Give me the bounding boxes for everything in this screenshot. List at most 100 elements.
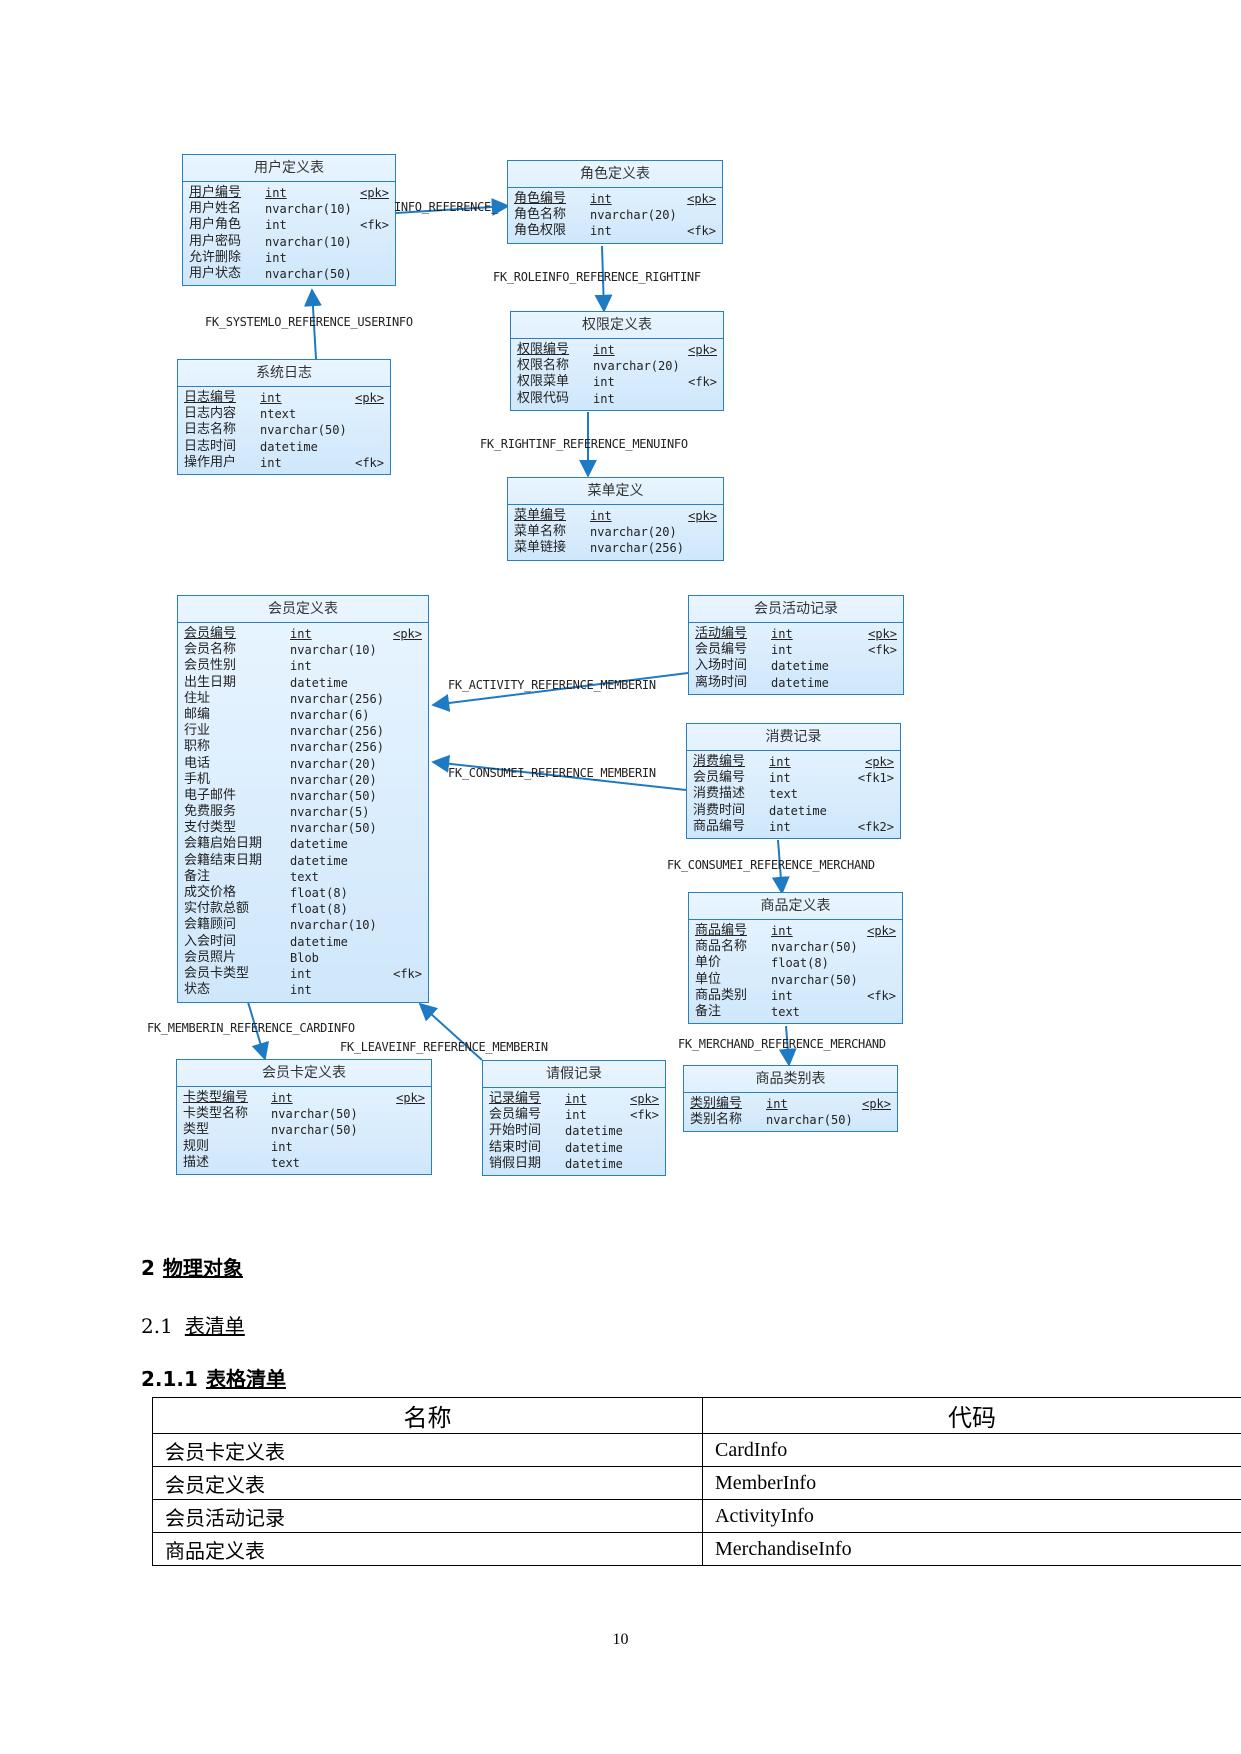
attribute-type: float(8) [290, 902, 348, 917]
attribute-name: 菜单名称 [514, 524, 567, 540]
attribute-name: 角色权限 [514, 223, 567, 239]
attribute-type: datetime [565, 1124, 623, 1139]
table-row: 商品定义表 MerchandiseInfo [152, 1532, 1241, 1566]
section-title: 物理对象 [162, 1256, 243, 1280]
attribute-type: nvarchar(256) [290, 724, 384, 739]
relationship-label: FK_ROLEINFO_REFERENCE_RIGHTINF [493, 270, 701, 284]
entity-attribute-row: 会籍结束日期 datetime [184, 853, 422, 869]
attribute-name: 电话 [184, 755, 211, 771]
attribute-name: 允许删除 [189, 249, 242, 265]
attribute-name: 会籍顾问 [184, 917, 237, 933]
attribute-type: int [290, 983, 312, 998]
attribute-key: <fk> [867, 988, 896, 1003]
attribute-name: 开始时间 [489, 1123, 542, 1139]
table-row: 会员定义表 MemberInfo [152, 1466, 1241, 1500]
attribute-type: datetime [260, 439, 318, 454]
attribute-type: int [265, 186, 287, 200]
entity-title: 会员活动记录 [689, 596, 903, 623]
attribute-type: Blob [290, 950, 319, 965]
attribute-name: 会员照片 [184, 949, 237, 965]
table-cell-code: MemberInfo [702, 1466, 1241, 1500]
attribute-name: 消费描述 [693, 786, 746, 802]
attribute-key: <fk> [687, 224, 716, 239]
attribute-name: 单价 [695, 955, 722, 971]
attribute-type: int [769, 771, 791, 786]
entity-title: 消费记录 [687, 724, 900, 751]
subsubsection-title: 表格清单 [205, 1367, 286, 1391]
attribute-type: nvarchar(256) [290, 740, 384, 755]
subsubsection-number: 2.1.1 [141, 1367, 198, 1391]
attribute-type: int [260, 455, 282, 470]
attribute-name: 记录编号 [489, 1091, 542, 1106]
attribute-name: 权限菜单 [517, 374, 570, 390]
attribute-name: 日志编号 [184, 390, 237, 405]
attribute-type: int [593, 343, 615, 357]
attribute-name: 会籍结束日期 [184, 852, 263, 868]
attribute-key: <pk> [355, 391, 384, 405]
attribute-name: 备注 [184, 868, 211, 884]
column-header-name: 名称 [152, 1397, 703, 1434]
attribute-key: <pk> [393, 627, 422, 641]
attribute-type: int [769, 819, 791, 834]
link-syslog-user [303, 288, 322, 360]
attribute-name: 行业 [184, 723, 211, 739]
relationship-label: FK_MEMBERIN_REFERENCE_CARDINFO [147, 1021, 355, 1035]
attribute-name: 权限编号 [517, 342, 570, 357]
attribute-type: datetime [290, 853, 348, 868]
table-row: 会员活动记录 ActivityInfo [152, 1499, 1241, 1533]
attribute-key: <fk> [630, 1108, 659, 1123]
entity-title: 会员卡定义表 [177, 1060, 431, 1087]
entity-attribute-row: 会员照片 Blob [184, 950, 422, 966]
attribute-type: datetime [771, 659, 829, 674]
attribute-name: 实付款总额 [184, 901, 250, 917]
attribute-name: 角色名称 [514, 207, 567, 223]
attribute-key: <pk> [868, 627, 897, 641]
attribute-type: int [265, 250, 287, 265]
attribute-type: int [590, 192, 612, 206]
entity-title: 商品类别表 [684, 1066, 897, 1093]
attribute-type: int [771, 924, 793, 938]
entity-title: 用户定义表 [183, 155, 395, 182]
attribute-type: nvarchar(20) [590, 208, 677, 223]
attribute-name: 免费服务 [184, 804, 237, 820]
entity-title: 权限定义表 [511, 312, 723, 339]
attribute-name: 操作用户 [184, 454, 237, 470]
table-cell-name: 会员卡定义表 [152, 1433, 703, 1467]
attribute-name: 状态 [184, 982, 211, 998]
attribute-key: <fk> [360, 218, 389, 233]
attribute-key: <pk> [688, 509, 717, 523]
attribute-name: 支付类型 [184, 820, 237, 836]
attribute-type: datetime [565, 1140, 623, 1155]
attribute-name: 会员性别 [184, 658, 237, 674]
attribute-name: 用户状态 [189, 265, 242, 281]
